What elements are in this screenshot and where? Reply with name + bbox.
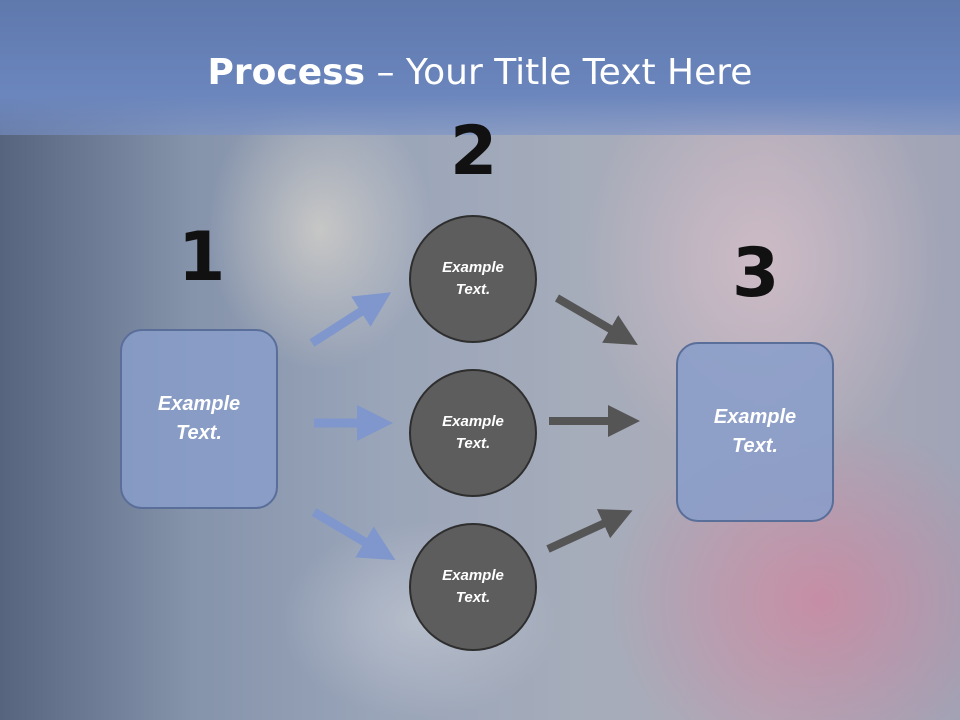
arrow-to-top-circle <box>309 292 392 347</box>
step-number-2: 2 <box>450 112 498 191</box>
step3-text: Example Text. <box>713 406 797 457</box>
step-number-3: 3 <box>732 234 780 313</box>
title-bold: Process <box>207 52 366 93</box>
circle-bottom-text: Example Text. <box>442 566 504 607</box>
circle-mid-text: Example Text. <box>442 412 504 453</box>
step3-box: Example Text. <box>676 342 834 522</box>
circle-top-text: Example Text. <box>442 258 504 299</box>
arrow-from-top-circle <box>554 294 638 346</box>
arrow-from-bottom-circle <box>546 509 633 553</box>
step2-circle-mid: Example Text. <box>409 369 537 497</box>
slide-title: Process – Your Title Text Here <box>0 52 960 93</box>
step2-circle-top: Example Text. <box>409 215 537 343</box>
title-banner <box>0 0 960 135</box>
step1-box: Example Text. <box>120 329 278 509</box>
step1-text: Example Text. <box>157 393 241 444</box>
arrow-to-bottom-circle <box>311 508 396 561</box>
step2-circle-bottom: Example Text. <box>409 523 537 651</box>
step-number-1: 1 <box>178 218 226 297</box>
title-rest: – Your Title Text Here <box>365 52 753 93</box>
